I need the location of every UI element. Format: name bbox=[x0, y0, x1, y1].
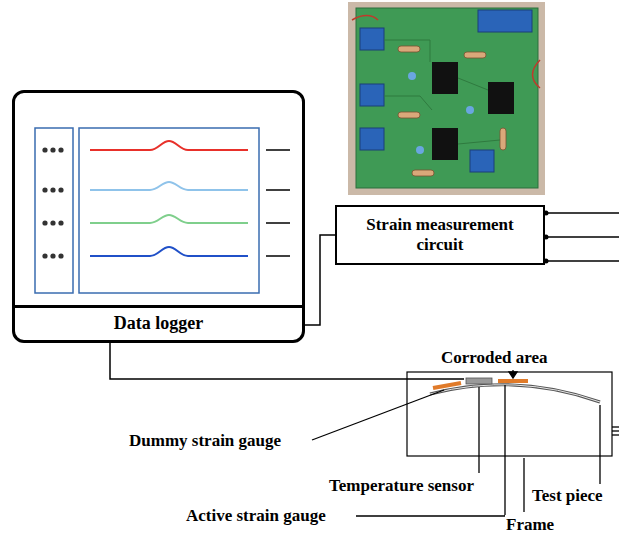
part-label: Dummy strain gauge bbox=[128, 431, 282, 451]
channel-ticks bbox=[266, 150, 290, 256]
frame-leader bbox=[523, 458, 524, 512]
screen-display bbox=[35, 128, 290, 293]
node-title: Data logger bbox=[114, 313, 203, 335]
data-logger-monitor: Data logger bbox=[12, 90, 305, 343]
part-label: Frame bbox=[505, 515, 555, 535]
part-label: Test piece bbox=[531, 486, 604, 506]
circuit-terminals bbox=[544, 211, 619, 264]
node-title: Strain measurement circuit bbox=[347, 215, 533, 256]
waveform-panel bbox=[79, 128, 259, 293]
circuit-board-photo bbox=[348, 2, 545, 195]
process-box: Strain measurement circuit bbox=[335, 205, 545, 265]
active-gauge bbox=[498, 379, 528, 383]
part-label: Corroded area bbox=[440, 348, 549, 368]
temperature-sensor bbox=[466, 378, 492, 384]
test-piece-core bbox=[430, 385, 600, 402]
dummy-leader bbox=[312, 390, 444, 440]
test-rig bbox=[407, 372, 619, 456]
frame-outline bbox=[407, 372, 612, 456]
test-piece bbox=[430, 385, 600, 402]
corroded-arrowhead bbox=[509, 372, 517, 378]
channel-dots bbox=[42, 147, 63, 258]
logger-band: Data logger bbox=[15, 305, 302, 340]
channel-panel bbox=[35, 128, 73, 293]
dummy-gauge bbox=[433, 383, 461, 388]
gauge-wires bbox=[612, 427, 619, 435]
logger-wire bbox=[110, 343, 464, 379]
test-piece-leader bbox=[599, 405, 600, 484]
temperature-leader bbox=[478, 387, 479, 473]
part-label: Temperature sensor bbox=[328, 476, 475, 496]
signal-wire bbox=[305, 235, 335, 325]
part-label: Active strain gauge bbox=[185, 506, 327, 526]
waveforms bbox=[90, 141, 248, 256]
